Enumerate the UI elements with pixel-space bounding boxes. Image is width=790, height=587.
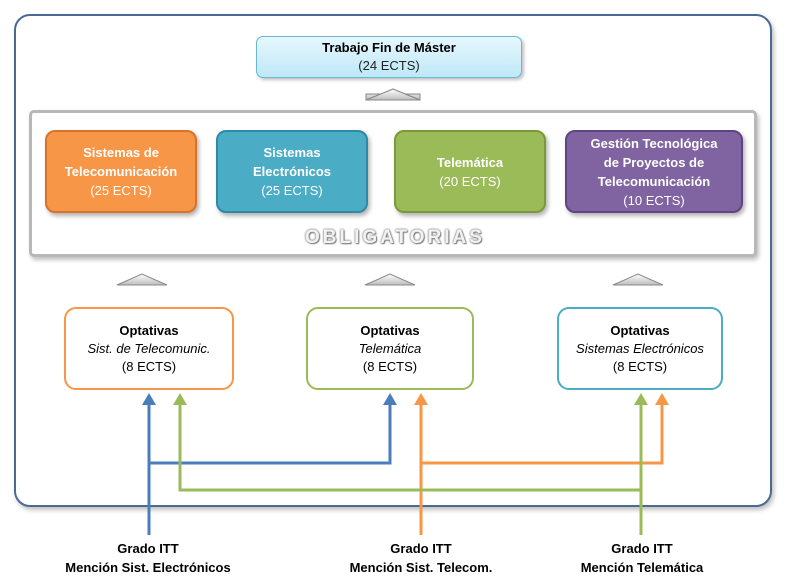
arrowhead-icon bbox=[142, 393, 156, 405]
module-gestion-tecnologica: Gestión Tecnológica de Proyectos de Tele… bbox=[565, 130, 743, 213]
arrowhead-icon bbox=[655, 393, 669, 405]
grado-mencion-telecom: Grado ITT Mención Sist. Telecom. bbox=[321, 539, 521, 577]
module-ects: (25 ECTS) bbox=[261, 183, 323, 198]
arrowhead-icon bbox=[634, 393, 648, 405]
module-sistemas-telecomunicacion: Sistemas de Telecomunicación (25 ECTS) bbox=[45, 130, 197, 213]
path-mencion-electronicos bbox=[147, 404, 392, 535]
arrowhead-icon bbox=[173, 393, 187, 405]
obligatorias-label: OBLIGATORIAS bbox=[305, 227, 485, 248]
up-arrow-icon bbox=[612, 273, 664, 286]
path-mencion-telematica bbox=[178, 404, 643, 535]
module-name-line: Telecomunicación bbox=[597, 173, 711, 189]
tfm-ects: (24 ECTS) bbox=[358, 58, 420, 73]
tfm-title: Trabajo Fin de Máster bbox=[322, 40, 456, 55]
module-name-line: Gestión Tecnológica bbox=[590, 135, 718, 151]
optativas-telecomunic-box: Optativas Sist. de Telecomunic. (8 ECTS) bbox=[64, 307, 234, 390]
path-mencion-telecom bbox=[419, 404, 664, 535]
module-name-line: Sistemas de bbox=[83, 145, 159, 160]
optativas-title: Optativas bbox=[610, 322, 670, 338]
module-ects: (10 ECTS) bbox=[623, 192, 685, 208]
optativas-subject: Telemática bbox=[358, 340, 422, 356]
module-name-line: de Proyectos de bbox=[603, 154, 705, 170]
optativas-subject: Sist. de Telecomunic. bbox=[87, 340, 211, 356]
arrowhead-icon bbox=[383, 393, 397, 405]
optativas-telematica-box: Optativas Telemática (8 ECTS) bbox=[306, 307, 474, 390]
optativas-ects: (8 ECTS) bbox=[121, 358, 177, 374]
optativas-subject: Sistemas Electrónicos bbox=[576, 340, 704, 356]
arrowhead-icon bbox=[414, 393, 428, 405]
grado-line: Grado ITT bbox=[390, 541, 452, 556]
module-ects: (25 ECTS) bbox=[90, 183, 152, 198]
grado-line: Grado ITT bbox=[611, 541, 673, 556]
optativas-ects: (8 ECTS) bbox=[362, 358, 418, 374]
up-arrow-icon bbox=[364, 273, 416, 286]
module-name-line: Electrónicos bbox=[252, 164, 332, 179]
module-name-line: Telemática bbox=[436, 154, 504, 170]
module-name-line: Sistemas bbox=[263, 145, 321, 160]
grado-mencion: Mención Sist. Electrónicos bbox=[65, 560, 231, 575]
up-arrow-icon bbox=[365, 88, 421, 101]
grado-mencion-telematica: Grado ITT Mención Telemática bbox=[542, 539, 742, 577]
optativas-ects: (8 ECTS) bbox=[612, 358, 668, 374]
optativas-title: Optativas bbox=[119, 322, 179, 338]
grado-line: Grado ITT bbox=[117, 541, 179, 556]
up-arrow-icon bbox=[116, 273, 168, 286]
module-telematica: Telemática (20 ECTS) bbox=[394, 130, 546, 213]
grado-mencion: Mención Telemática bbox=[580, 560, 704, 575]
grado-mencion: Mención Sist. Telecom. bbox=[349, 560, 493, 575]
optativas-title: Optativas bbox=[360, 322, 420, 338]
module-name-line: Telecomunicación bbox=[64, 164, 178, 179]
module-ects: (20 ECTS) bbox=[439, 173, 501, 189]
optativas-electronicos-box: Optativas Sistemas Electrónicos (8 ECTS) bbox=[557, 307, 723, 390]
trabajo-fin-master-box: Trabajo Fin de Máster (24 ECTS) bbox=[256, 36, 522, 78]
grado-mencion-electronicos: Grado ITT Mención Sist. Electrónicos bbox=[48, 539, 248, 577]
module-sistemas-electronicos: Sistemas Electrónicos (25 ECTS) bbox=[216, 130, 368, 213]
